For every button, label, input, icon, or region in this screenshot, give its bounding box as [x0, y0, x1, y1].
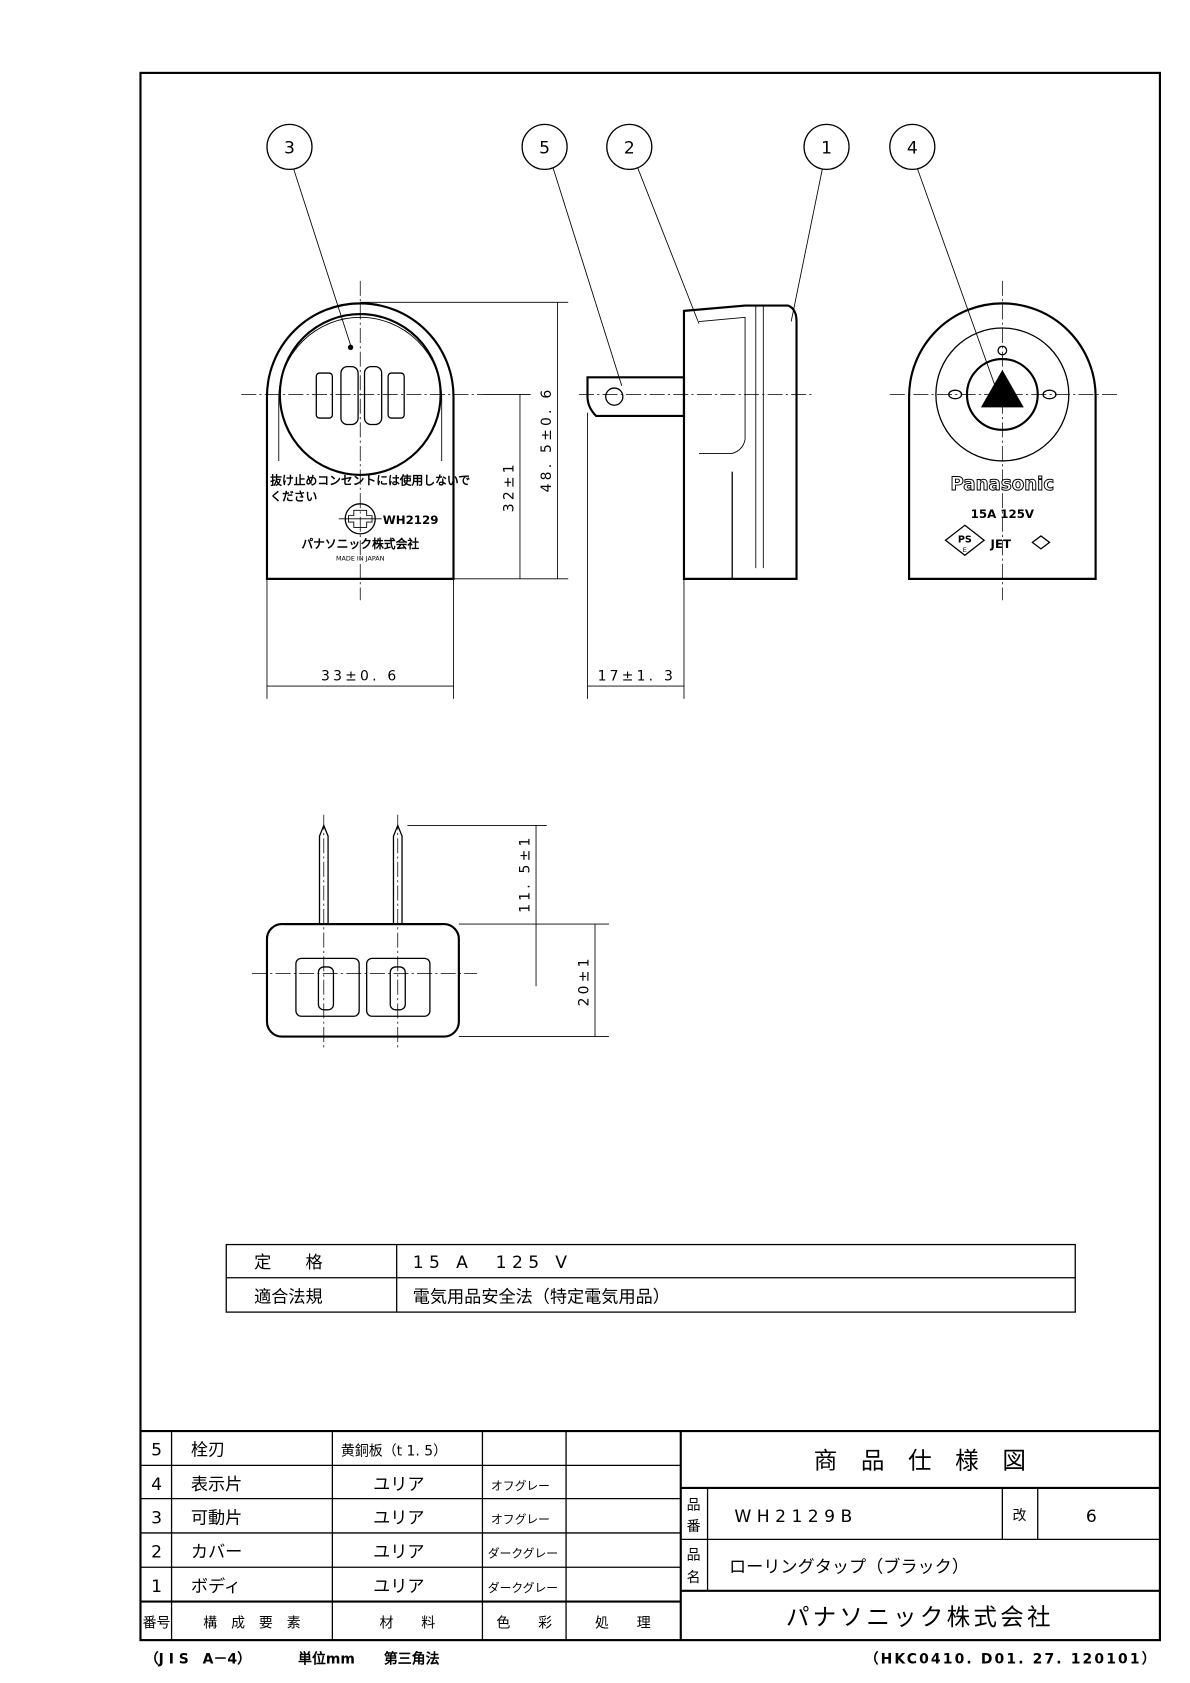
- title-block: 商 品 仕 様 図 品 番 W H 2 1 2 9 B 改 6 品 名 ローリン…: [680, 1447, 1160, 1631]
- part-number: W H 2 1 2 9 B: [734, 1507, 852, 1527]
- balloon-3: 3: [266, 123, 351, 346]
- balloon-2: 2: [606, 123, 700, 324]
- svg-text:可動片: 可動片: [191, 1508, 242, 1528]
- footer: （J I S A－4） 単位mm 第三角法 （HKC0410. D01. 27.…: [145, 1651, 1158, 1668]
- svg-text:2: 2: [151, 1543, 162, 1563]
- document-title: 商 品 仕 様 図: [814, 1447, 1026, 1475]
- table-row: 1 ボディ ユリア ダークグレー: [151, 1576, 558, 1597]
- back-view: Panasonic 15A 125V PS E JET: [889, 280, 1121, 601]
- svg-text:処 理: 処 理: [595, 1615, 651, 1631]
- front-view: 抜け止めコンセントには使用しないで ください WH2129 パナソニック株式会社…: [241, 280, 483, 601]
- dimension-width: 33±0. 6: [266, 578, 454, 699]
- revision: 6: [1086, 1507, 1097, 1527]
- svg-text:（HKC0410. D01. 27. 120101）: （HKC0410. D01. 27. 120101）: [865, 1652, 1158, 1668]
- jet-mark: JET: [990, 537, 1011, 551]
- dimension-depth: 20±1: [458, 924, 609, 1038]
- svg-text:3: 3: [284, 138, 295, 158]
- side-view: [578, 304, 815, 580]
- svg-text:パナソニック株式会社: パナソニック株式会社: [301, 537, 419, 551]
- bottom-view: [251, 814, 478, 1051]
- svg-text:黄銅板（t 1. 5）: 黄銅板（t 1. 5）: [341, 1444, 447, 1460]
- svg-text:ダークグレー: ダークグレー: [488, 1581, 558, 1595]
- svg-text:1: 1: [821, 138, 832, 158]
- svg-text:ください: ください: [270, 490, 317, 504]
- svg-text:3: 3: [151, 1508, 162, 1528]
- svg-text:ユリア: ユリア: [373, 1508, 424, 1528]
- balloon-5: 5: [521, 123, 623, 387]
- svg-text:栓刃: 栓刃: [191, 1441, 225, 1461]
- svg-text:第三角法: 第三角法: [384, 1651, 440, 1668]
- svg-text:改: 改: [1013, 1508, 1027, 1524]
- svg-text:ボディ: ボディ: [191, 1576, 241, 1597]
- table-row: 5 栓刃 黄銅板（t 1. 5）: [151, 1441, 447, 1461]
- dimension-pin-center: 32±1: [482, 394, 531, 579]
- table-header: 番号 構 成 要 素 材 料 色 彩 処 理: [143, 1614, 651, 1631]
- svg-text:20±1: 20±1: [577, 955, 593, 1006]
- svg-text:定 格: 定 格: [254, 1253, 323, 1273]
- svg-text:カバー: カバー: [191, 1543, 242, 1563]
- svg-text:色 彩: 色 彩: [496, 1614, 552, 1631]
- svg-text:PS: PS: [958, 534, 972, 545]
- table-row: 3 可動片 ユリア オフグレー: [151, 1508, 550, 1528]
- svg-text:品: 品: [687, 1497, 701, 1513]
- dimension-pin-length-side: 17±1. 3: [587, 412, 685, 699]
- company-name: パナソニック株式会社: [786, 1603, 1054, 1631]
- svg-text:E: E: [963, 546, 967, 554]
- svg-text:33±0. 6: 33±0. 6: [321, 669, 399, 685]
- svg-text:MADE IN JAPAN: MADE IN JAPAN: [336, 555, 385, 563]
- svg-text:品: 品: [687, 1548, 701, 1564]
- svg-text:構 成 要 素: 構 成 要 素: [203, 1615, 301, 1631]
- svg-text:（J I S A－4）: （J I S A－4）: [145, 1652, 251, 1668]
- dimension-pin-length: 11. 5±1: [407, 824, 609, 987]
- svg-text:5: 5: [539, 138, 550, 158]
- svg-text:1: 1: [151, 1577, 162, 1597]
- table-row: 2 カバー ユリア ダークグレー: [151, 1543, 558, 1563]
- svg-text:単位mm: 単位mm: [298, 1651, 355, 1668]
- svg-text:オフグレー: オフグレー: [491, 1479, 550, 1493]
- dimension-height: 48. 5±0. 6: [360, 301, 569, 580]
- balloon-1: 1: [790, 123, 850, 322]
- svg-text:ユリア: ユリア: [373, 1543, 424, 1563]
- svg-text:番号: 番号: [143, 1615, 171, 1631]
- product-name: ローリングタップ（ブラック）: [729, 1557, 969, 1578]
- svg-text:WH2129: WH2129: [383, 513, 439, 527]
- svg-text:適合法規: 適合法規: [254, 1287, 323, 1307]
- svg-text:ユリア: ユリア: [373, 1577, 424, 1597]
- svg-text:4: 4: [907, 138, 918, 158]
- svg-text:48. 5±0. 6: 48. 5±0. 6: [539, 387, 555, 493]
- svg-text:17±1. 3: 17±1. 3: [598, 669, 676, 685]
- warning-text: 抜け止めコンセントには使用しないで: [270, 474, 470, 488]
- pse-mark-icon: PS E: [944, 524, 986, 557]
- svg-text:番: 番: [687, 1519, 701, 1535]
- balloon-4: 4: [889, 123, 998, 392]
- svg-text:オフグレー: オフグレー: [491, 1512, 550, 1526]
- svg-text:4: 4: [151, 1475, 162, 1495]
- svg-text:ダークグレー: ダークグレー: [488, 1547, 558, 1561]
- parts-table: 5 栓刃 黄銅板（t 1. 5） 4 表示片 ユリア オフグレー 3 可動片 ユ…: [140, 1430, 1160, 1641]
- svg-text:15 A 125 V: 15 A 125 V: [413, 1253, 573, 1273]
- maker-mark-icon: [1031, 535, 1051, 550]
- arrow-indicator-icon: [980, 369, 1024, 408]
- svg-text:32±1: 32±1: [502, 461, 518, 512]
- svg-text:名: 名: [687, 1570, 701, 1586]
- table-row: 4 表示片 ユリア オフグレー: [151, 1475, 550, 1495]
- svg-text:電気用品安全法（特定電気用品）: 電気用品安全法（特定電気用品）: [413, 1287, 670, 1307]
- brand-logo: Panasonic: [950, 474, 1054, 495]
- svg-text:表示片: 表示片: [191, 1475, 242, 1495]
- svg-text:材 料: 材 料: [380, 1615, 436, 1631]
- spec-table: 定 格 15 A 125 V 適合法規 電気用品安全法（特定電気用品）: [225, 1243, 1076, 1313]
- drawing-frame: [139, 71, 1162, 1642]
- svg-text:ユリア: ユリア: [373, 1475, 424, 1495]
- svg-text:5: 5: [151, 1441, 162, 1461]
- svg-text:15A 125V: 15A 125V: [971, 507, 1035, 521]
- svg-text:2: 2: [624, 138, 635, 158]
- svg-text:11. 5±1: 11. 5±1: [518, 834, 534, 912]
